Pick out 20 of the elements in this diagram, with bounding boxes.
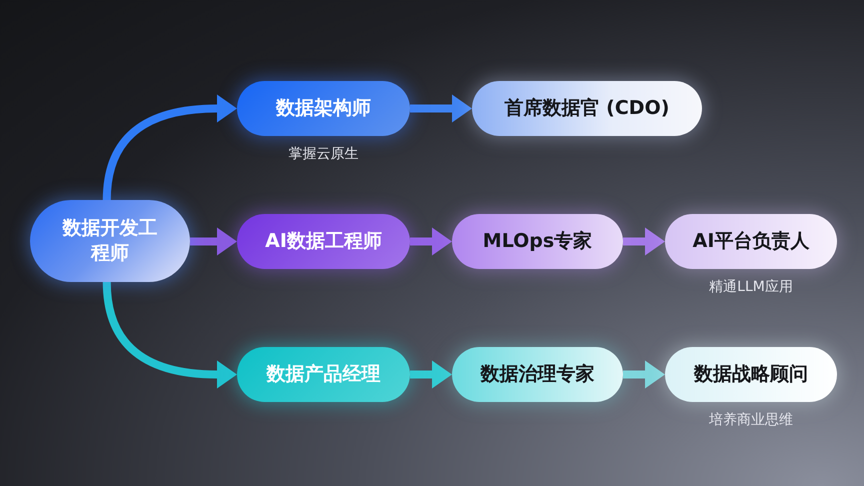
role-pill: AI数据工程师 — [237, 214, 410, 269]
arrow — [410, 360, 452, 388]
skill-note: 精通LLM应用 — [708, 278, 794, 296]
arrow — [102, 282, 237, 388]
arrow — [410, 228, 452, 256]
arrow — [102, 94, 237, 200]
skill-note: 培养商业思维 — [708, 411, 794, 429]
arrow — [623, 360, 665, 388]
arrow — [190, 228, 237, 256]
role-pill: 数据架构师 — [237, 81, 410, 136]
role-pill: 数据开发工程师 — [30, 200, 190, 282]
role-pill: 数据战略顾问 — [665, 347, 837, 402]
arrow — [623, 228, 665, 256]
role-pill: 首席数据官 (CDO) — [472, 81, 702, 136]
role-pill: AI平台负责人 — [665, 214, 837, 269]
role-pill: 数据治理专家 — [452, 347, 623, 402]
role-pill: 数据产品经理 — [237, 347, 410, 402]
role-pill: MLOps专家 — [452, 214, 623, 269]
arrow — [410, 94, 472, 122]
skill-note: 掌握云原生 — [288, 145, 360, 163]
